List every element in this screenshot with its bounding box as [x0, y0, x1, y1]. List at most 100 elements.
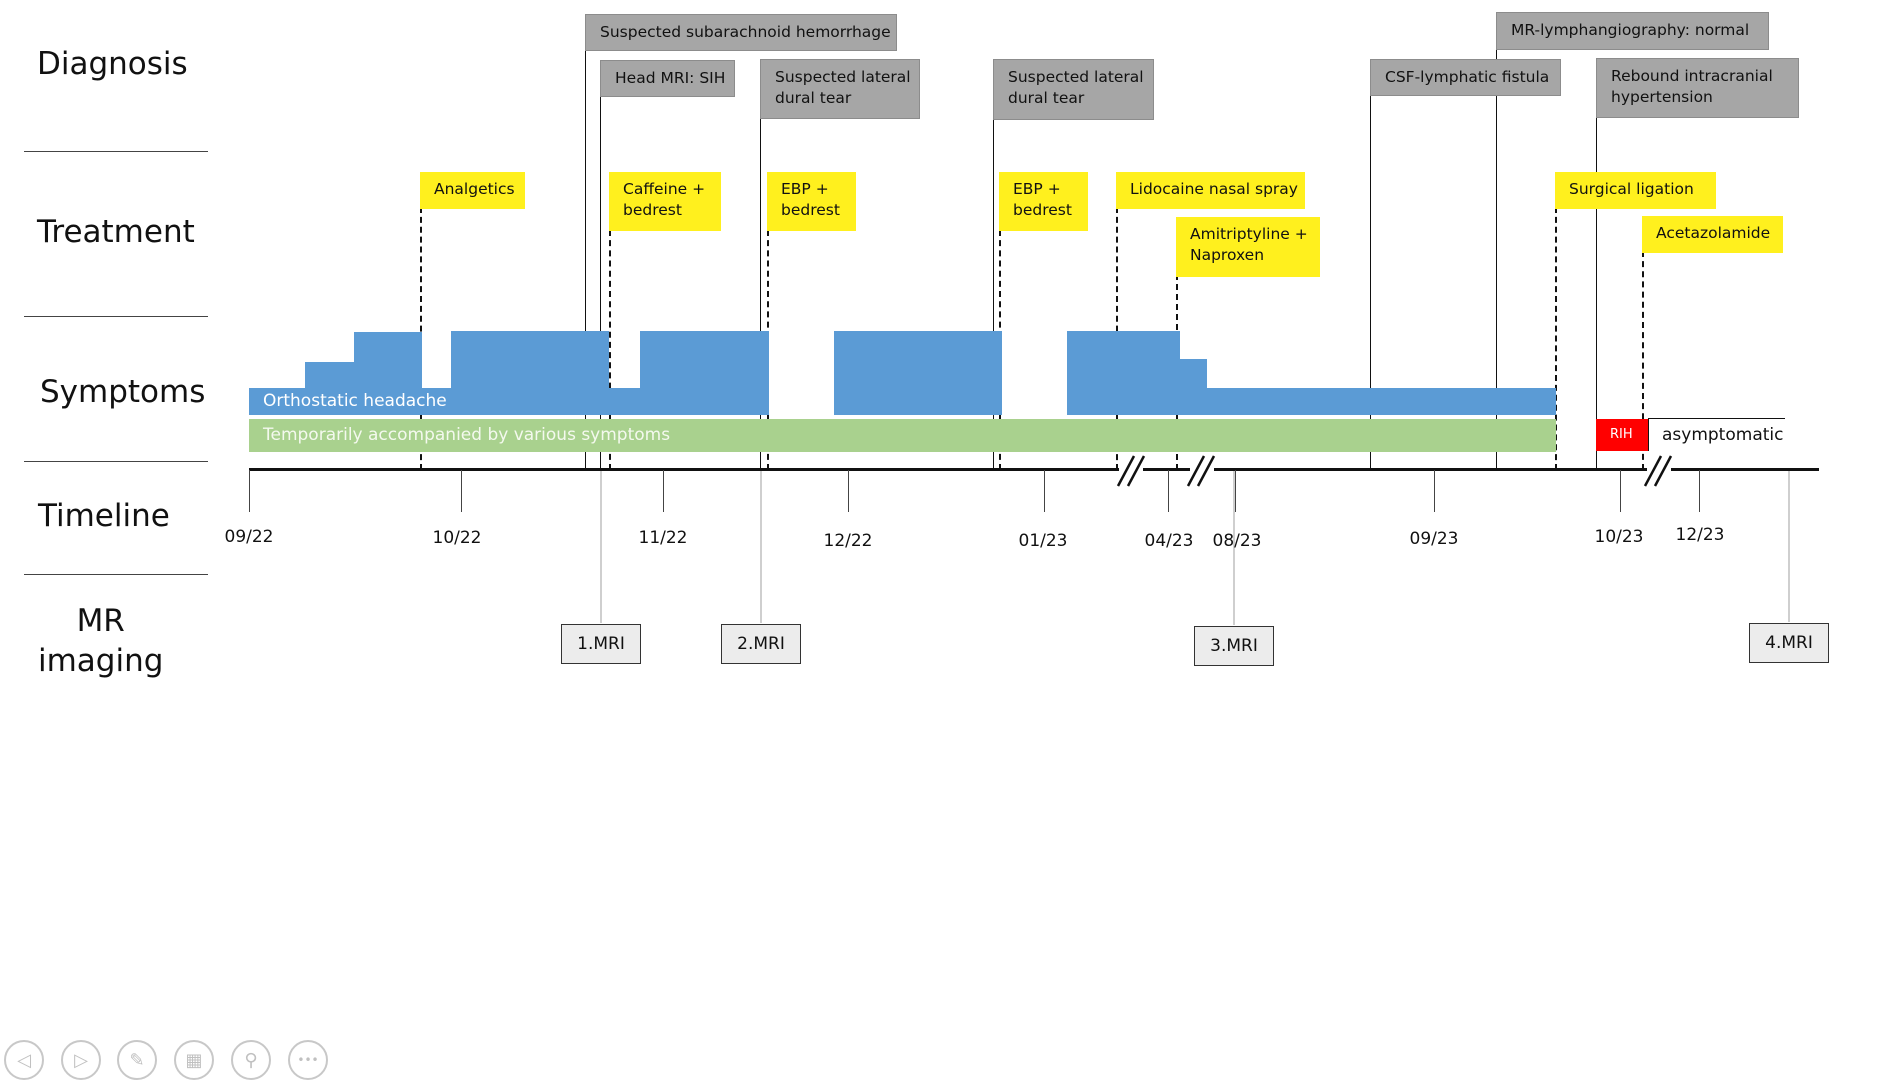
- timeline-tick: [1434, 470, 1435, 512]
- mri-label: 4.MRI: [1765, 633, 1813, 653]
- headache-bar: [354, 332, 422, 363]
- mri-box-4: 4.MRI: [1749, 623, 1829, 663]
- headache-bar: [451, 331, 609, 389]
- row-label-symptoms: Symptoms: [40, 374, 206, 410]
- timeline-tick: [461, 470, 462, 512]
- diagnosis-head-mri-sih: Head MRI: SIH: [600, 60, 735, 97]
- diagnosis-connector: [760, 117, 761, 470]
- diagnosis-text: hypertension: [1611, 87, 1713, 106]
- diagnosis-connector: [585, 50, 586, 470]
- treatment-text: EBP +: [781, 180, 829, 198]
- mri-connector: [600, 470, 602, 623]
- break-mark: [1643, 455, 1663, 487]
- row-label-diagnosis: Diagnosis: [37, 46, 188, 82]
- treatment-text: Amitriptyline +: [1190, 225, 1308, 243]
- diagnosis-text: Suspected lateral: [775, 68, 911, 86]
- diagnosis-text: Rebound intracranial: [1611, 67, 1773, 85]
- diagnosis-text: CSF-lymphatic fistula: [1385, 68, 1550, 86]
- various-symptoms-label: Temporarily accompanied by various sympt…: [263, 425, 671, 445]
- diagnosis-mr-lymphangiography: MR-lymphangiography: normal: [1496, 12, 1769, 50]
- rih-label: RIH: [1610, 427, 1633, 442]
- headache-bar: [249, 388, 769, 415]
- treatment-ebp-bedrest-2: EBP + bedrest: [999, 172, 1088, 231]
- diagnosis-text: dural tear: [1008, 88, 1085, 107]
- treatment-ebp-bedrest-1: EBP + bedrest: [767, 172, 856, 231]
- diagnosis-text: Head MRI: SIH: [615, 69, 726, 87]
- prev-arrow-icon[interactable]: ◁: [4, 1040, 44, 1080]
- diagnosis-lateral-dural-tear-1: Suspected lateral dural tear: [760, 59, 920, 119]
- diagnosis-lateral-dural-tear-2: Suspected lateral dural tear: [993, 59, 1154, 120]
- timeline-tick: [1044, 470, 1045, 512]
- timeline-tick: [249, 470, 250, 512]
- row-divider: [24, 151, 208, 152]
- treatment-text: Lidocaine nasal spray: [1130, 180, 1298, 198]
- mri-connector: [1788, 470, 1790, 622]
- mri-label: 2.MRI: [737, 634, 785, 654]
- treatment-connector: [609, 230, 611, 470]
- treatment-lidocaine-nasal-spray: Lidocaine nasal spray: [1116, 172, 1305, 209]
- tick-label: 12/23: [1675, 525, 1725, 545]
- asymptomatic-bar: asymptomatic: [1648, 418, 1785, 451]
- diagnosis-rebound-intracranial-hypertension: Rebound intracranial hypertension: [1596, 58, 1799, 118]
- tick-label: 12/22: [823, 531, 873, 551]
- diagnosis-connector: [1596, 117, 1597, 470]
- tick-label: 08/23: [1212, 531, 1262, 551]
- treatment-caffeine-bedrest: Caffeine + bedrest: [609, 172, 721, 231]
- pen-icon[interactable]: ✎: [117, 1040, 157, 1080]
- row-label-mr-imaging: MR imaging: [38, 601, 163, 682]
- more-options-icon[interactable]: •••: [288, 1040, 328, 1080]
- diagnosis-text: MR-lymphangiography: normal: [1511, 21, 1750, 39]
- treatment-text: Acetazolamide: [1656, 224, 1771, 242]
- mri-box-1: 1.MRI: [561, 624, 641, 664]
- treatment-analgetics: Analgetics: [420, 172, 525, 209]
- various-symptoms-bar: [249, 419, 1556, 452]
- row-label-treatment: Treatment: [37, 214, 195, 250]
- diagnosis-connector: [1496, 50, 1497, 470]
- row-divider: [24, 461, 208, 462]
- diagnosis-csf-lymphatic-fistula: CSF-lymphatic fistula: [1370, 59, 1561, 96]
- diagnosis-text: dural tear: [775, 88, 852, 107]
- headache-label: Orthostatic headache: [263, 391, 447, 411]
- tick-label: 09/23: [1409, 529, 1459, 549]
- row-label-mr: MR: [76, 603, 125, 639]
- break-mark: [1126, 455, 1146, 487]
- zoom-icon[interactable]: ⚲: [231, 1040, 271, 1080]
- diagnosis-connector: [1370, 95, 1371, 470]
- tick-label: 11/22: [638, 528, 688, 548]
- treatment-text: bedrest: [781, 200, 840, 219]
- tick-label: 10/22: [432, 528, 482, 548]
- row-divider: [24, 316, 208, 317]
- headache-bar: [1205, 388, 1556, 415]
- break-mark: [1116, 455, 1136, 487]
- next-arrow-icon[interactable]: ▷: [61, 1040, 101, 1080]
- diagnosis-connector: [600, 97, 601, 470]
- treatment-surgical-ligation: Surgical ligation: [1555, 172, 1716, 209]
- treatment-text: bedrest: [623, 200, 682, 219]
- treatment-acetazolamide: Acetazolamide: [1642, 216, 1783, 253]
- treatment-connector: [1555, 207, 1557, 470]
- tick-label: 04/23: [1144, 531, 1194, 551]
- timeline-tick: [663, 470, 664, 512]
- slides-grid-icon[interactable]: ▦: [174, 1040, 214, 1080]
- treatment-text: Caffeine +: [623, 180, 706, 198]
- headache-bar: [1178, 359, 1207, 415]
- tick-label: 09/22: [224, 527, 274, 547]
- mri-connector: [1233, 470, 1235, 625]
- mri-box-2: 2.MRI: [721, 624, 801, 664]
- break-mark: [1196, 455, 1216, 487]
- asymptomatic-label: asymptomatic: [1662, 425, 1784, 445]
- tick-label: 01/23: [1018, 531, 1068, 551]
- treatment-amitriptyline-naproxen: Amitriptyline + Naproxen: [1176, 217, 1320, 277]
- break-mark: [1653, 455, 1673, 487]
- row-divider: [24, 574, 208, 575]
- row-label-timeline: Timeline: [38, 498, 170, 534]
- mri-label: 3.MRI: [1210, 636, 1258, 656]
- treatment-text: EBP +: [1013, 180, 1061, 198]
- mri-connector: [760, 470, 762, 623]
- headache-bar: [305, 362, 422, 389]
- diagnosis-text: Suspected subarachnoid hemorrhage: [600, 23, 891, 41]
- timeline-tick: [1235, 470, 1236, 512]
- treatment-text: Analgetics: [434, 180, 515, 198]
- treatment-text: Surgical ligation: [1569, 180, 1694, 198]
